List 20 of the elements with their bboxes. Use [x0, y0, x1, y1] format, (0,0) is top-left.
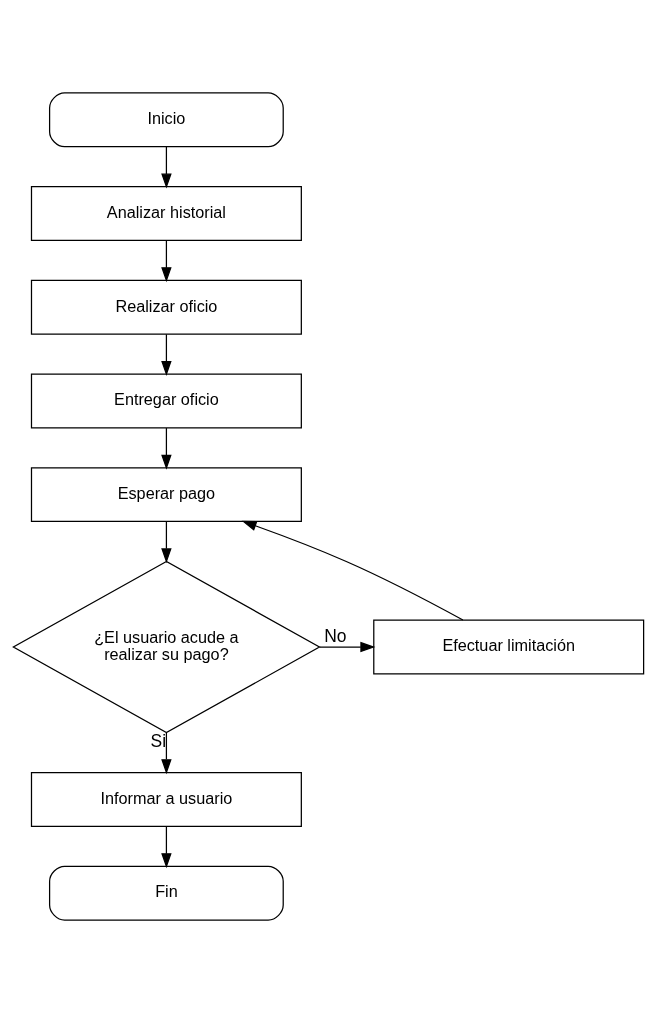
- edge-label: No: [324, 625, 347, 646]
- node-box: Realizar oficio: [30, 279, 302, 335]
- node-box: Efectuar limitación: [373, 619, 645, 675]
- node-box: Fin: [48, 865, 284, 921]
- arrow: [318, 641, 376, 652]
- node-box: Entregar oficio: [30, 372, 302, 428]
- arrow: [161, 731, 172, 774]
- arrow: [161, 426, 172, 470]
- node-box: Informar a usuario: [30, 771, 302, 827]
- edge-label: Si: [150, 730, 167, 751]
- arrow: [161, 825, 172, 868]
- node-box: Inicio: [48, 91, 284, 147]
- node-box: Analizar historial: [30, 185, 302, 241]
- arrow: [241, 520, 464, 621]
- node-diamond: ¿El usuario acude a realizar su pago?: [12, 560, 321, 733]
- arrow: [161, 145, 172, 189]
- arrow: [161, 520, 172, 563]
- node-box: Esperar pago: [30, 466, 302, 522]
- arrow: [161, 333, 172, 376]
- arrow: [161, 239, 172, 282]
